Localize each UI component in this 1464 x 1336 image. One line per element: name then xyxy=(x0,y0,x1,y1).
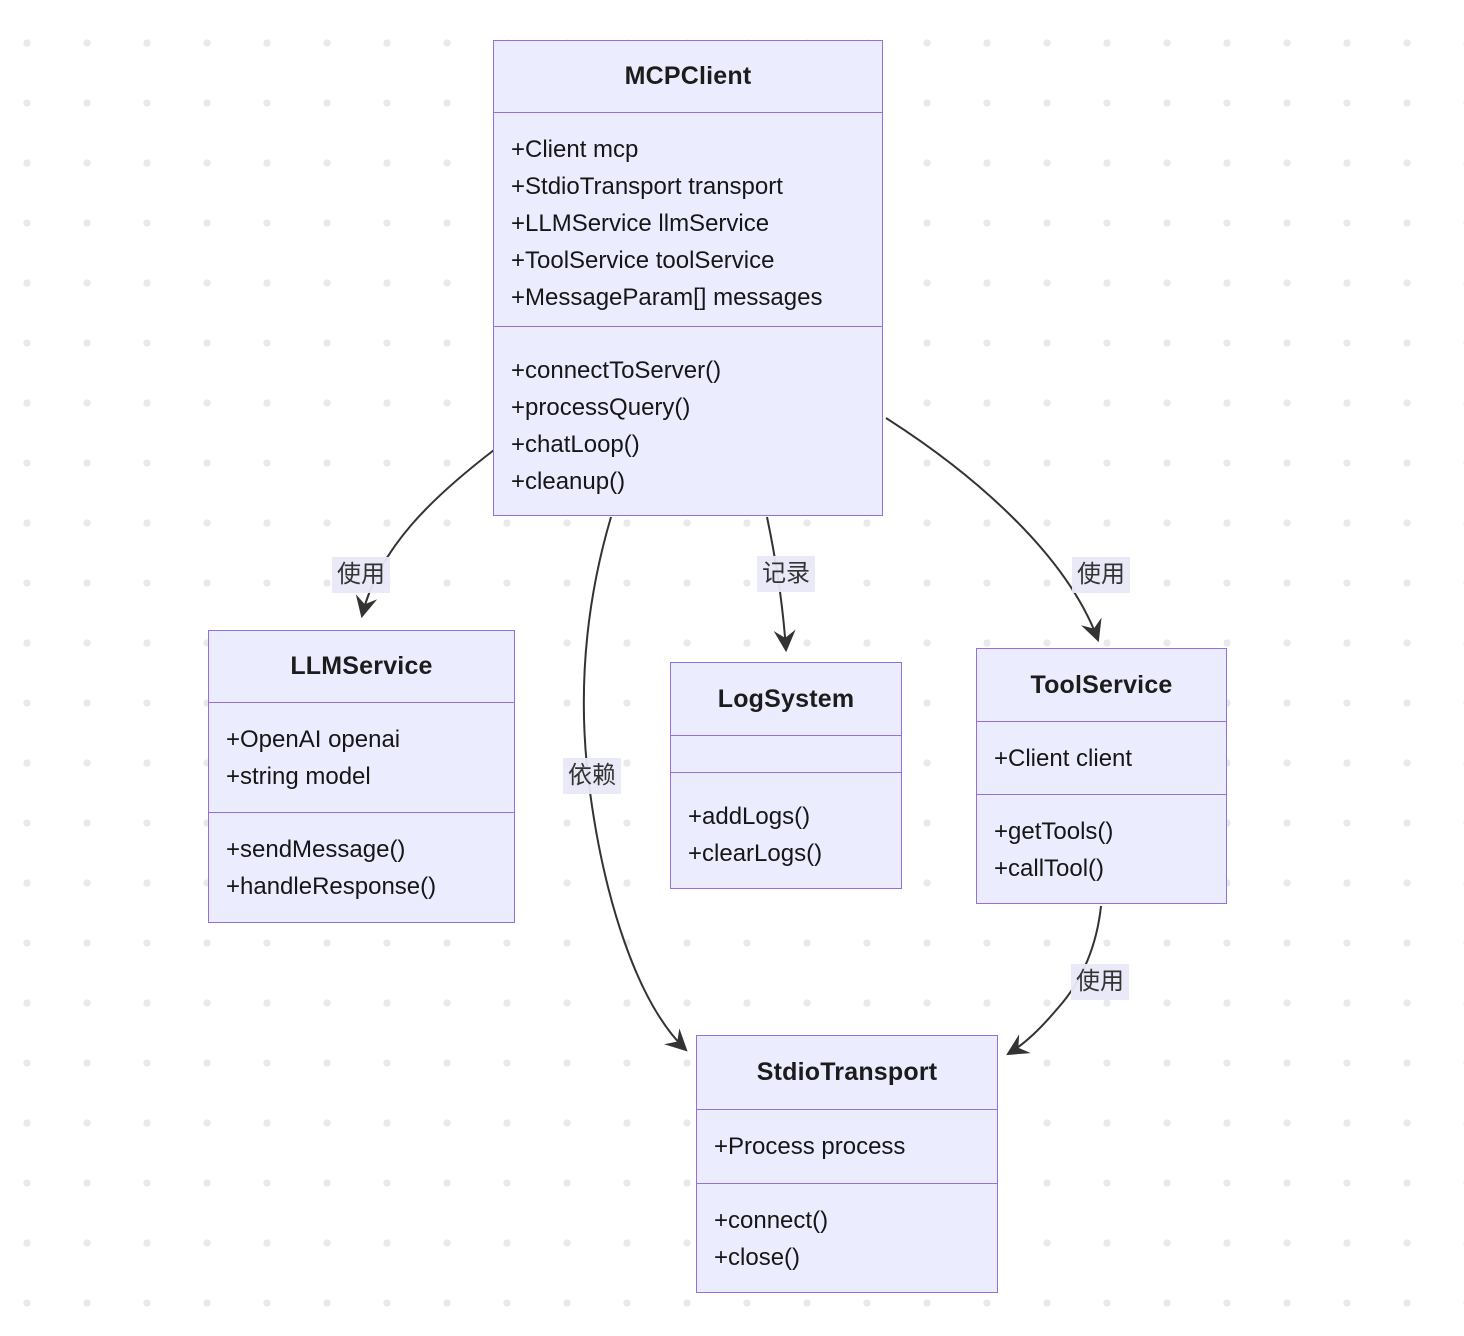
edge-label-mcpclient-stdiotransport: 依赖 xyxy=(563,758,621,794)
edge-label-toolservice-stdiotransport: 使用 xyxy=(1071,964,1129,1000)
edge-label-mcpclient-toolservice: 使用 xyxy=(1072,557,1130,593)
attribute: +ToolService toolService xyxy=(511,247,775,274)
methods-section: +connectToServer() +processQuery() +chat… xyxy=(494,326,882,515)
attribute: +LLMService llmService xyxy=(511,210,770,237)
attributes-section: +OpenAI openai +string model xyxy=(209,702,514,812)
attribute: +OpenAI openai xyxy=(226,726,401,753)
class-title: StdioTransport xyxy=(756,1058,938,1086)
attributes-section: +Client mcp +StdioTransport transport +L… xyxy=(494,112,882,326)
edge-mcpclient-toolservice xyxy=(885,417,1102,643)
methods-section: +addLogs() +clearLogs() xyxy=(671,772,901,888)
method: +chatLoop() xyxy=(511,431,640,458)
attribute: +Process process xyxy=(714,1133,906,1160)
method: +callTool() xyxy=(994,855,1105,882)
methods-section: +connect() +close() xyxy=(697,1183,997,1292)
class-title: LLMService xyxy=(290,652,433,680)
class-box-llmservice: LLMService +OpenAI openai +string model … xyxy=(208,630,515,923)
class-box-toolservice: ToolService +Client client +getTools() +… xyxy=(976,648,1227,904)
class-title: ToolService xyxy=(1030,670,1173,699)
attribute: +string model xyxy=(226,763,371,790)
methods-section: +getTools() +callTool() xyxy=(977,794,1226,903)
class-box-logsystem: LogSystem +addLogs() +clearLogs() xyxy=(670,662,902,889)
method: +connect() xyxy=(714,1207,829,1234)
class-title: MCPClient xyxy=(624,62,752,90)
method: +close() xyxy=(714,1244,801,1271)
attribute: +Client client xyxy=(994,745,1133,772)
edge-label-mcpclient-logsystem: 记录 xyxy=(757,556,815,592)
method: +connectToServer() xyxy=(511,357,722,384)
method: +clearLogs() xyxy=(688,840,823,867)
method: +sendMessage() xyxy=(226,836,406,863)
edge-label-mcpclient-llmservice: 使用 xyxy=(332,557,390,593)
attribute: +Client mcp xyxy=(511,136,639,163)
class-box-mcpclient: MCPClient +Client mcp +StdioTransport tr… xyxy=(493,40,883,516)
attributes-section: +Client client xyxy=(977,721,1226,794)
method: +handleResponse() xyxy=(226,873,437,900)
attribute: +StdioTransport transport xyxy=(511,173,783,200)
method: +getTools() xyxy=(994,818,1114,845)
attribute: +MessageParam[] messages xyxy=(511,284,823,311)
class-title: LogSystem xyxy=(717,684,855,713)
attributes-section: +Process process xyxy=(697,1109,997,1183)
method: +cleanup() xyxy=(511,468,626,495)
methods-section: +sendMessage() +handleResponse() xyxy=(209,812,514,922)
method: +addLogs() xyxy=(688,803,811,830)
method: +processQuery() xyxy=(511,394,691,421)
attributes-section xyxy=(671,735,901,772)
class-box-stdiotransport: StdioTransport +Process process +connect… xyxy=(696,1035,998,1293)
